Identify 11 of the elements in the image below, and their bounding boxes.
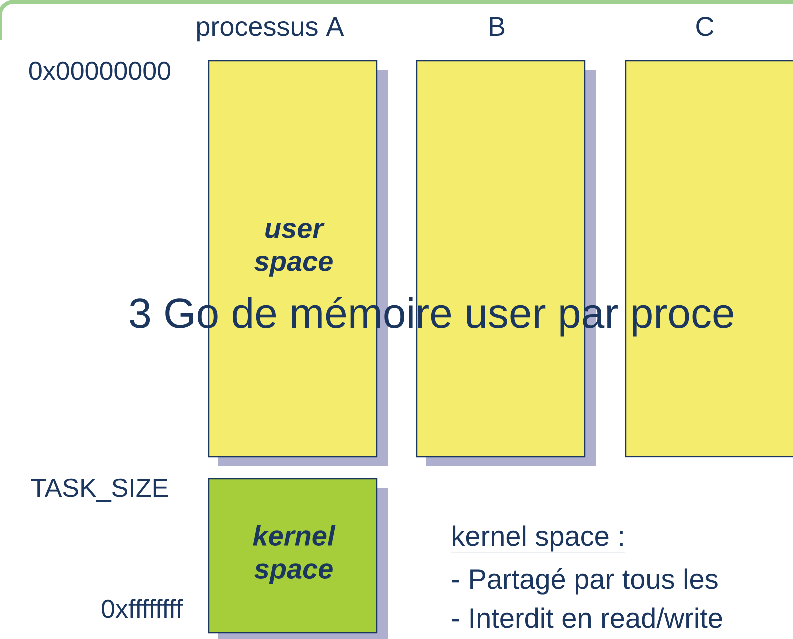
note-line: - Partagé par tous les: [452, 568, 718, 595]
process-label: B: [490, 17, 505, 36]
box-text: kernel space: [253, 525, 336, 585]
process-label: processus A: [197, 17, 344, 42]
note-heading: kernel space :: [451, 526, 626, 554]
process-label: C: [696, 17, 714, 36]
address-label: 0xffffffff: [102, 599, 184, 618]
address-label: 0x00000000: [29, 62, 171, 80]
box-text: user space: [254, 223, 333, 277]
note-line: - Interdit en read/write: [452, 608, 722, 628]
address-label: TASK_SIZE: [31, 478, 168, 502]
